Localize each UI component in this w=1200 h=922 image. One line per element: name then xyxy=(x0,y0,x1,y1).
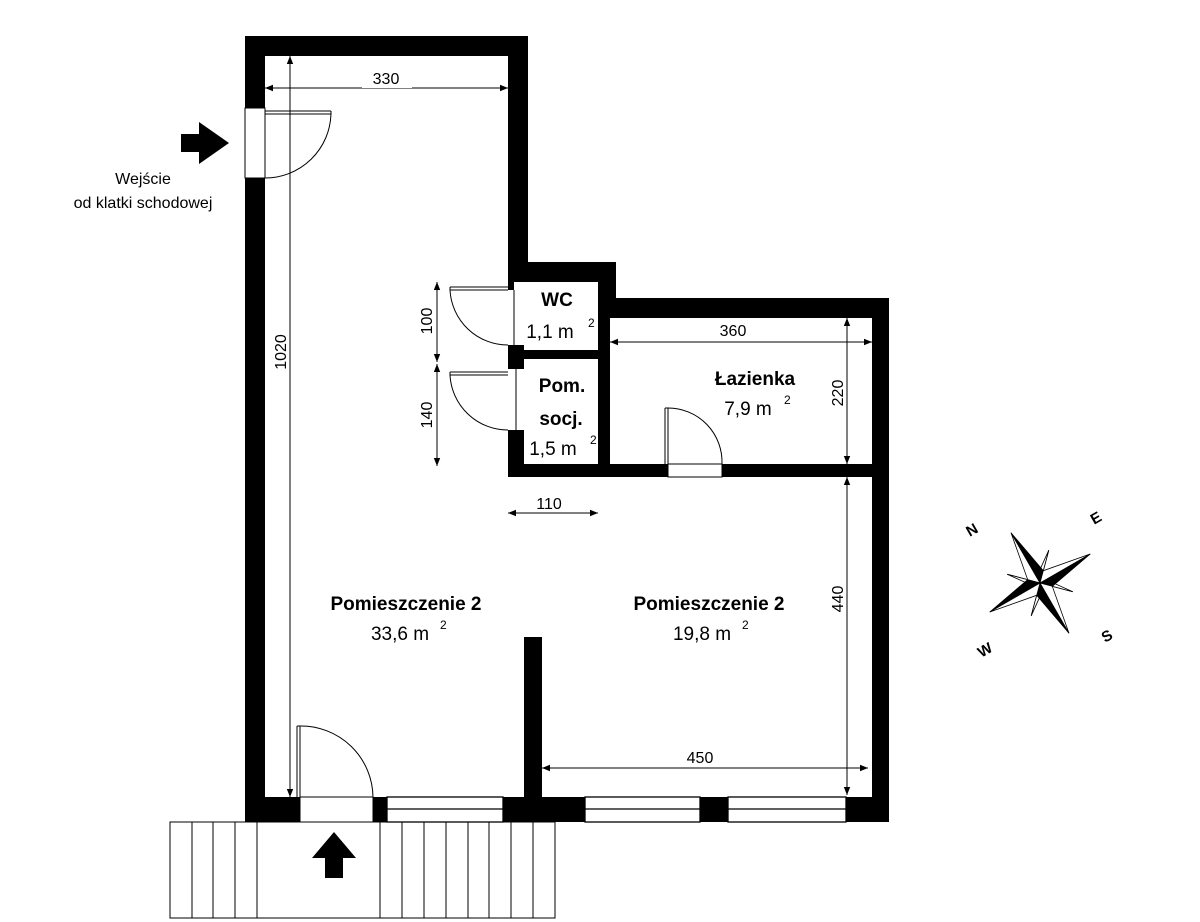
dim-pom-height: 140 xyxy=(419,402,436,429)
room-right-name: Pomieszczenie 2 xyxy=(633,594,784,615)
wc-left-wall xyxy=(508,282,514,290)
dim-wc-width: 110 xyxy=(536,496,562,513)
bottom-wall-1 xyxy=(245,797,300,822)
wc-name: WC xyxy=(541,290,573,311)
entrance-door xyxy=(244,107,332,179)
windows xyxy=(386,796,847,823)
room-right-area: 19,8 m xyxy=(673,624,731,645)
wc-area: 1,1 m xyxy=(526,322,574,343)
dim-wc-height: 100 xyxy=(419,308,436,335)
dim-right-height: 440 xyxy=(830,586,847,613)
wc-bath-partition xyxy=(598,282,610,477)
bottom-entry-arrow-icon xyxy=(312,832,356,878)
room-right-area-sup: 2 xyxy=(742,618,749,632)
room-left-name: Pomieszczenie 2 xyxy=(330,594,481,615)
room-left-area: 33,6 m xyxy=(371,624,429,645)
dim-top-width: 330 xyxy=(373,71,400,88)
pom-door xyxy=(449,369,517,431)
room-right: Pomieszczenie 2 19,8 m 2 xyxy=(633,594,784,645)
stairs xyxy=(169,821,556,919)
room-lazienka: Łazienka 7,9 m 2 xyxy=(715,369,796,420)
pom-name-line2: socj. xyxy=(539,409,582,430)
dim-bath-width: 360 xyxy=(720,323,747,340)
wc-area-sup: 2 xyxy=(588,316,595,330)
left-wall-lower xyxy=(245,178,265,822)
entrance-label-line2: od klatki schodowej xyxy=(74,195,213,212)
pom-bottom-wall xyxy=(508,464,668,477)
compass-w: W xyxy=(975,639,996,661)
pom-area-sup: 2 xyxy=(590,433,597,447)
bathroom-door xyxy=(664,407,723,478)
wc-door xyxy=(449,286,515,346)
dim-bottom-width: 450 xyxy=(687,750,714,767)
bottom-wall-3 xyxy=(503,797,585,822)
room-left-area-sup: 2 xyxy=(440,618,447,632)
bottom-wall-4 xyxy=(700,797,728,822)
walls xyxy=(245,36,889,822)
doors xyxy=(244,107,723,823)
dim-bath-height: 220 xyxy=(830,380,847,407)
dim-left-height: 1020 xyxy=(273,334,290,370)
entrance-label: Wejście od klatki schodowej xyxy=(74,171,213,212)
lazienka-name: Łazienka xyxy=(715,369,796,390)
partition-stub xyxy=(524,637,542,822)
dimension-labels: 330 1020 100 140 110 360 220 440 450 xyxy=(273,70,847,767)
room-pom-socj: Pom. socj. 1,5 m 2 xyxy=(529,376,597,460)
compass-s: S xyxy=(1099,627,1116,647)
bottom-door xyxy=(296,725,374,823)
lazienka-area: 7,9 m xyxy=(724,399,772,420)
right-wall xyxy=(872,298,889,822)
bath-top-wall xyxy=(598,298,889,318)
bottom-wall-2 xyxy=(373,797,387,822)
bottom-wall-5 xyxy=(846,797,889,822)
lazienka-area-sup: 2 xyxy=(784,393,791,407)
room-left: Pomieszczenie 2 33,6 m 2 xyxy=(330,594,481,645)
wc-pom-partition xyxy=(508,350,608,359)
entrance-label-line1: Wejście xyxy=(115,171,171,188)
compass-rose-icon: N E S W xyxy=(963,509,1116,662)
wc-top-wall xyxy=(508,262,616,282)
corridor-right-wall xyxy=(508,36,528,262)
compass-n: N xyxy=(963,520,981,540)
pom-name-line1: Pom. xyxy=(539,376,585,397)
entrance-arrow-icon xyxy=(181,122,229,164)
top-wall xyxy=(245,36,528,56)
room-wc: WC 1,1 m 2 xyxy=(526,290,595,343)
compass-e: E xyxy=(1088,509,1105,529)
pom-area: 1,5 m xyxy=(529,439,577,460)
bath-bottom-wall xyxy=(722,464,889,477)
